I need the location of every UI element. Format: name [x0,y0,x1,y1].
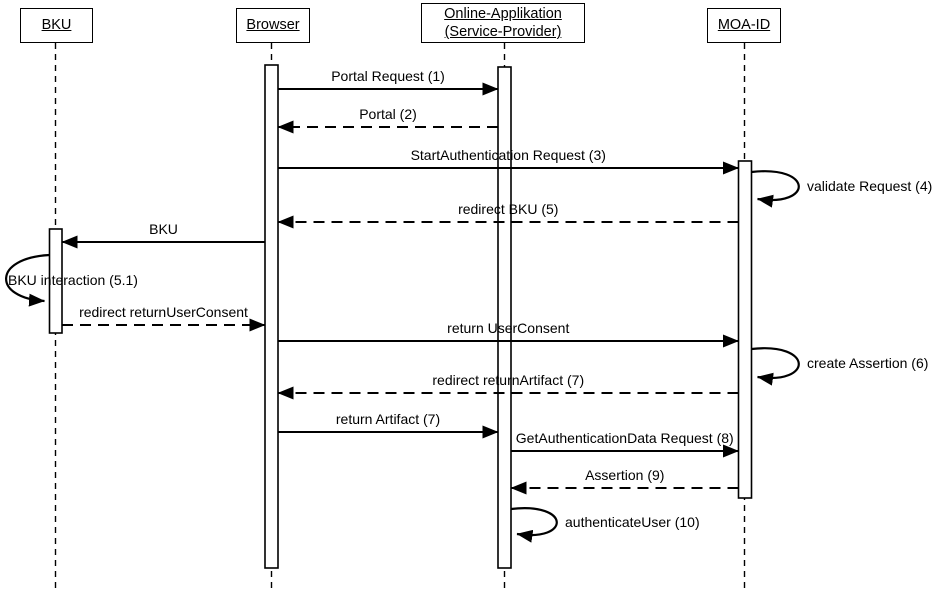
message-label-1: Portal (2) [359,106,417,122]
message-label-8: return UserConsent [447,320,570,336]
message-label-11: return Artifact (7) [335,411,441,427]
actor-box-online-app: Online-Applikation (Service-Provider) [421,3,585,43]
activation-bar-browser [264,64,279,569]
activation-bar-online-app [497,66,512,569]
message-label-13: Assertion (9) [585,467,665,483]
actor-box-browser: Browser [236,8,310,43]
message-arrow-14 [510,507,558,543]
message-arrow-6 [5,253,50,307]
message-label-5: BKU [149,221,178,237]
message-label-9: create Assertion (6) [807,355,929,371]
message-arrow-9 [751,347,800,386]
actor-box-bku: BKU [20,8,93,43]
message-label-4: redirect BKU (5) [458,201,559,217]
message-label-3: validate Request (4) [807,178,933,194]
message-label-2: StartAuthentication Request (3) [410,147,606,163]
actor-label-bku: BKU [41,17,72,34]
message-label-7: redirect returnUserConsent [79,304,248,320]
message-label-12: GetAuthenticationData Request (8) [515,430,734,446]
message-arrow-3 [751,170,800,208]
activation-bar-moa-id [737,160,753,499]
message-label-6: BKU interaction (5.1) [8,272,138,288]
activation-bar-bku [48,228,63,334]
actor-label-moa-id: MOA-ID [717,17,771,34]
actor-label-online-app: Online-Applikation (Service-Provider) [444,5,562,40]
message-label-0: Portal Request (1) [331,68,445,84]
actor-label-browser: Browser [246,17,300,34]
message-label-10: redirect returnArtifact (7) [432,372,585,388]
message-label-14: authenticateUser (10) [565,514,700,530]
actor-box-moa-id: MOA-ID [707,8,781,43]
